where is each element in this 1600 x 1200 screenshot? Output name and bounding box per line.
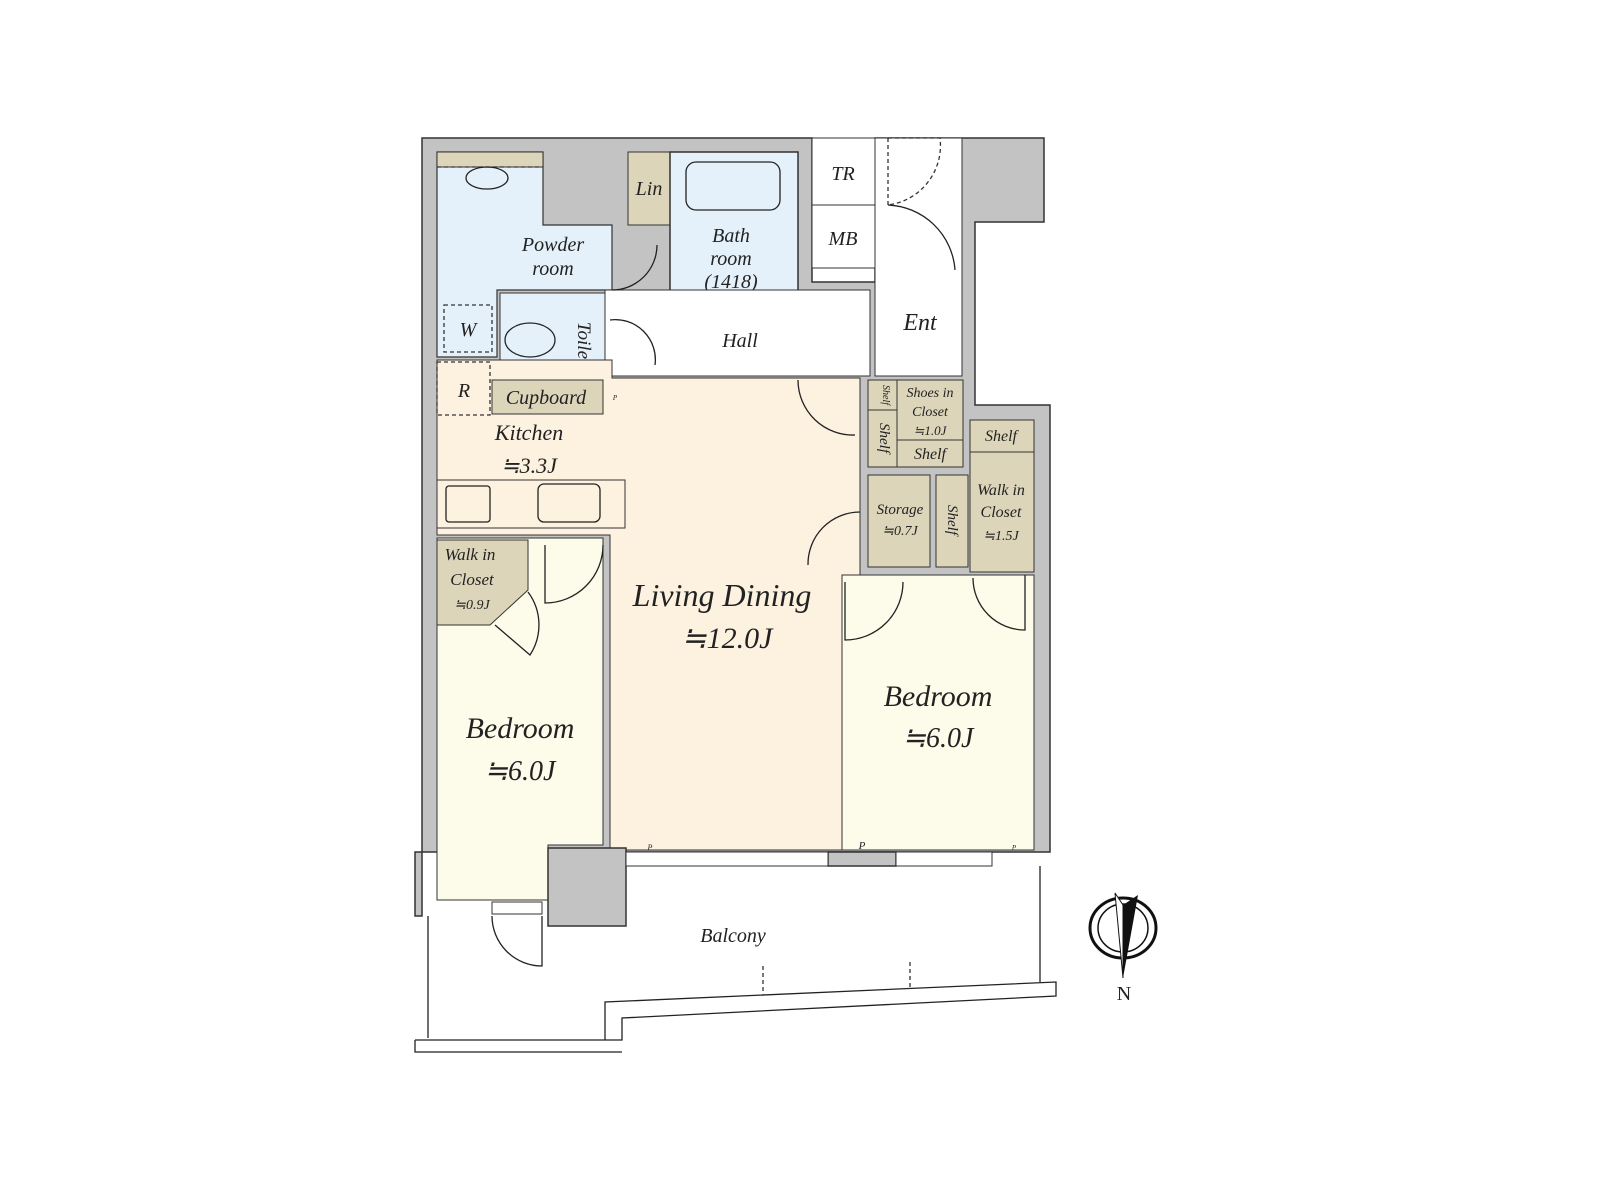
bathroom-label-2: room bbox=[710, 248, 751, 270]
entrance-door[interactable] bbox=[887, 204, 956, 271]
bedroom-right-label: Bedroom bbox=[884, 680, 993, 713]
living-dining-area: ≒12.0J bbox=[682, 622, 775, 655]
hall-label: Hall bbox=[721, 330, 758, 352]
kitchen-sink-icon bbox=[537, 483, 601, 523]
window-ld[interactable] bbox=[625, 851, 829, 867]
balcony bbox=[414, 866, 1057, 1053]
toilet-label: Toilet bbox=[573, 322, 594, 365]
walk-in-closet-right-door[interactable] bbox=[972, 575, 1026, 631]
balcony-label: Balcony bbox=[700, 925, 766, 947]
refrigerator-label: R bbox=[457, 380, 470, 402]
walk-in-closet-right-label: Walk in bbox=[977, 482, 1025, 499]
north-arrow-icon bbox=[1088, 892, 1158, 979]
kitchen-area: ≒3.3J bbox=[501, 453, 558, 478]
shelf-a-label: Shelf bbox=[880, 385, 891, 406]
pillar-2 bbox=[827, 851, 897, 867]
walk-in-closet-left bbox=[436, 539, 529, 626]
shelf-c bbox=[896, 439, 964, 468]
meter-box-label: MB bbox=[828, 228, 858, 250]
storage bbox=[867, 474, 931, 568]
walk-in-closet-left-door[interactable] bbox=[494, 591, 540, 656]
bathroom-label: Bath bbox=[712, 225, 750, 247]
entrance-label: Ent bbox=[902, 310, 938, 336]
pillar bbox=[547, 847, 627, 927]
bathroom-size: (1418) bbox=[704, 271, 758, 293]
shelf-b bbox=[867, 409, 898, 468]
walk-in-closet-left-area: ≒0.9J bbox=[454, 598, 490, 613]
toilet-door[interactable] bbox=[609, 318, 657, 366]
shoes-closet-area: ≒1.0J bbox=[914, 423, 948, 438]
pipe-space-label: P bbox=[647, 843, 653, 852]
washer-space bbox=[443, 304, 493, 353]
window-bedroom[interactable] bbox=[895, 851, 993, 867]
pipe-space-label-4: P bbox=[612, 394, 618, 402]
cupboard-label: Cupboard bbox=[506, 387, 587, 409]
shelf-c-label: Shelf bbox=[914, 446, 949, 463]
shelf-e bbox=[935, 474, 969, 568]
bathtub-icon bbox=[685, 161, 781, 211]
pipe-space-label-3: P bbox=[1011, 844, 1017, 852]
bedroom-right-door[interactable] bbox=[844, 581, 904, 641]
bedroom-right-area: ≒6.0J bbox=[903, 723, 975, 754]
vanity-counter bbox=[436, 151, 544, 168]
sink-icon bbox=[465, 166, 509, 190]
pipe-space-label-2: P bbox=[858, 840, 866, 852]
stove-icon bbox=[445, 485, 491, 523]
shelf-d-label: Shelf bbox=[985, 428, 1020, 445]
shelf-b-label: Shelf bbox=[876, 423, 892, 455]
kitchen-counter bbox=[436, 479, 626, 529]
refrigerator-space bbox=[436, 361, 491, 416]
cupboard bbox=[491, 379, 604, 415]
entrance bbox=[874, 137, 963, 377]
storage-area: ≒0.7J bbox=[882, 524, 918, 539]
trunk-room-label: TR bbox=[831, 163, 854, 185]
powder-room-label: Powder bbox=[521, 234, 584, 256]
bedroom-right bbox=[841, 574, 1035, 851]
compass-north-label: N bbox=[1117, 983, 1131, 1005]
washer-label: W bbox=[460, 319, 479, 341]
meter-box bbox=[811, 204, 876, 269]
bedroom-left-label: Bedroom bbox=[466, 712, 575, 745]
kitchen-label: Kitchen bbox=[494, 420, 563, 445]
walk-in-closet-right-label-2: Closet bbox=[981, 504, 1022, 521]
storage-label: Storage bbox=[877, 502, 924, 518]
walk-in-closet-left-label: Walk in bbox=[445, 545, 496, 564]
powder-room-door[interactable] bbox=[611, 244, 658, 291]
powder-room-label-2: room bbox=[532, 258, 573, 280]
walk-in-closet-left-label-2: Closet bbox=[450, 570, 495, 589]
hall-door[interactable] bbox=[797, 379, 856, 436]
bathroom bbox=[669, 151, 799, 300]
toilet-icon bbox=[504, 322, 556, 358]
bedroom-left-door[interactable] bbox=[544, 544, 604, 604]
bedroom-left bbox=[436, 537, 604, 901]
balcony-door[interactable] bbox=[491, 915, 543, 967]
hall bbox=[604, 289, 871, 377]
linen-label: Lin bbox=[635, 178, 663, 200]
window-bedroom-left[interactable] bbox=[491, 901, 543, 915]
shelf-e-label: Shelf bbox=[944, 505, 960, 537]
walk-in-closet-right bbox=[969, 451, 1035, 573]
shoes-closet-label: Shoes in bbox=[906, 386, 953, 401]
walk-in-closet-right-area: ≒1.5J bbox=[983, 529, 1019, 544]
shoes-closet-label-2: Closet bbox=[912, 405, 949, 420]
living-dining-label: Living Dining bbox=[632, 577, 812, 613]
storage-door[interactable] bbox=[807, 511, 861, 566]
bedroom-left-area: ≒6.0J bbox=[485, 756, 557, 787]
